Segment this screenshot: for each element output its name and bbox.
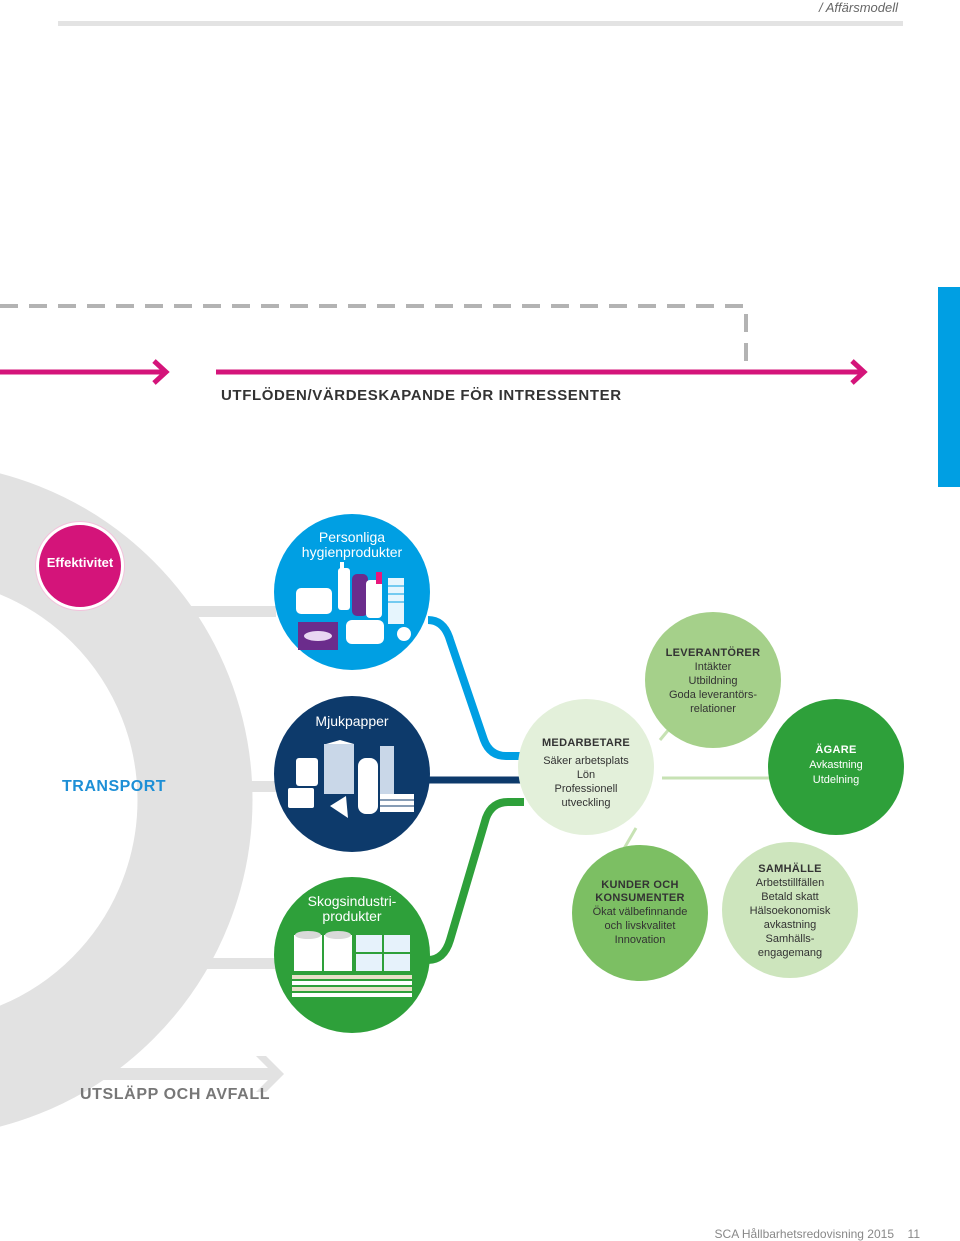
breadcrumb: / Affärsmodell [819, 0, 898, 15]
footer-report-name: SCA Hållbarhetsredovisning 2015 [714, 1227, 894, 1241]
hygiene-products-icon [296, 562, 411, 650]
leverantorer-line: Intäkter [694, 661, 732, 673]
gray-bar-middle [200, 781, 276, 792]
kunder-line: Innovation [614, 934, 666, 946]
medarbetare-line: Professionell [554, 783, 618, 795]
forest-label-line1: Skogsindustri- [307, 893, 397, 909]
samhalle-line: engagemang [757, 947, 823, 959]
kunder-title-line2: KONSUMENTER [595, 892, 685, 904]
gray-bar-bottom [152, 958, 276, 969]
effektivitet-label: Effektivitet [46, 555, 114, 570]
agare-line: Utdelning [812, 774, 860, 786]
dashed-path [0, 304, 748, 370]
medarbetare-circle: MEDARBETARE Säker arbetsplats Lön Profes… [518, 699, 654, 835]
outflows-heading: UTFLÖDEN/VÄRDESKAPANDE FÖR INTRESSENTER [221, 387, 622, 404]
blue-connector [427, 616, 524, 760]
emissions-heading: UTSLÄPP OCH AVFALL [80, 1086, 271, 1103]
leverantorer-circle: LEVERANTÖRER Intäkter Utbildning Goda le… [645, 612, 781, 748]
samhalle-title: SAMHÄLLE [758, 863, 822, 875]
forest-products-circle: Skogsindustri- produkter [274, 877, 430, 1033]
hygiene-products-circle: Personliga hygienprodukter [274, 514, 430, 670]
section-tab [938, 287, 960, 487]
samhalle-line: Arbetstillfällen [755, 877, 825, 889]
leverantorer-line: Goda leverantörs- [668, 689, 758, 701]
leverantorer-title: LEVERANTÖRER [665, 647, 761, 659]
kunder-title-line1: KUNDER OCH [601, 879, 679, 891]
gray-bar-top [128, 606, 276, 617]
kunder-line: Ökat välbefinnande [592, 906, 688, 918]
leverantorer-line: relationer [690, 703, 736, 715]
header-divider [58, 21, 903, 26]
kunder-line: och livskvalitet [604, 920, 676, 932]
samhalle-circle: SAMHÄLLE Arbetstillfällen Betald skatt H… [722, 842, 858, 978]
agare-line: Avkastning [809, 759, 863, 771]
magenta-arrowhead-right [850, 359, 868, 385]
medarbetare-line: utveckling [561, 797, 611, 809]
effektivitet-circle: Effektivitet [36, 522, 124, 610]
hygiene-label-line1: Personliga [318, 529, 386, 545]
tissue-products-icon [288, 740, 414, 818]
samhalle-line: avkastning [763, 919, 817, 931]
green-connector [427, 798, 524, 964]
medarbetare-line: Säker arbetsplats [543, 755, 629, 767]
forest-products-icon [292, 931, 412, 997]
medarbetare-line: Lön [576, 769, 596, 781]
agare-title: ÄGARE [815, 744, 857, 756]
forest-label-line2: produkter [322, 908, 382, 924]
kunder-circle: KUNDER OCH KONSUMENTER Ökat välbefinnand… [572, 845, 708, 981]
tissue-circle: Mjukpapper [274, 696, 430, 852]
samhalle-line: Betald skatt [761, 891, 819, 903]
samhalle-line: Samhälls- [765, 933, 815, 945]
magenta-arrowhead-left [152, 359, 170, 385]
tissue-label: Mjukpapper [315, 713, 389, 729]
transport-label: TRANSPORT [62, 778, 167, 795]
samhalle-line: Hälsoekonomisk [749, 905, 831, 917]
gray-arrow-emissions [0, 1056, 284, 1092]
leverantorer-line: Utbildning [688, 675, 738, 687]
page-number: 11 [907, 1227, 920, 1241]
hygiene-label-line2: hygienprodukter [301, 544, 403, 560]
medarbetare-title: MEDARBETARE [541, 737, 631, 749]
gray-ring [0, 473, 253, 1127]
agare-circle: ÄGARE Avkastning Utdelning [768, 699, 904, 835]
